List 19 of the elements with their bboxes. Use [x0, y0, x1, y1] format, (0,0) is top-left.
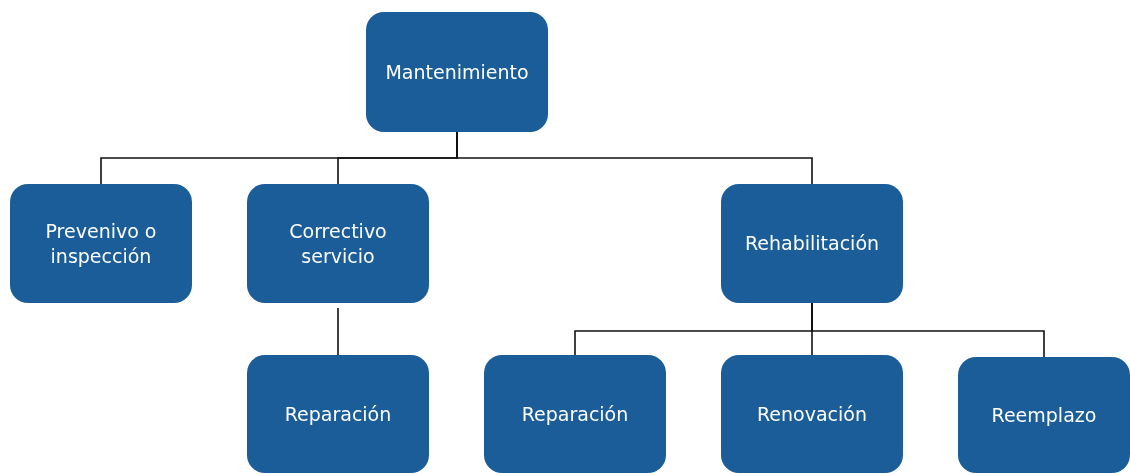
process-box: [247, 184, 429, 303]
node-label: Reemplazo: [991, 402, 1097, 428]
process-box: [247, 355, 429, 473]
process-box: [958, 357, 1130, 473]
process-box: [484, 355, 666, 473]
node-label: Renovación: [757, 401, 867, 427]
node-label: Correctivo servicio: [288, 218, 388, 269]
connector-line: [337, 307, 339, 356]
process-box: [721, 355, 903, 473]
process-box: [10, 184, 192, 303]
process-box: [366, 12, 548, 132]
connector-line: [811, 302, 1045, 358]
process-box: [721, 184, 903, 303]
node-label: Mantenimiento: [385, 59, 529, 85]
node-label: Prevenivo o inspección: [44, 218, 158, 269]
node-label: Rehabilitación: [744, 231, 880, 256]
connector-line: [456, 131, 813, 185]
node-label: Reparación: [284, 401, 392, 427]
node-label: Reparación: [521, 401, 629, 427]
